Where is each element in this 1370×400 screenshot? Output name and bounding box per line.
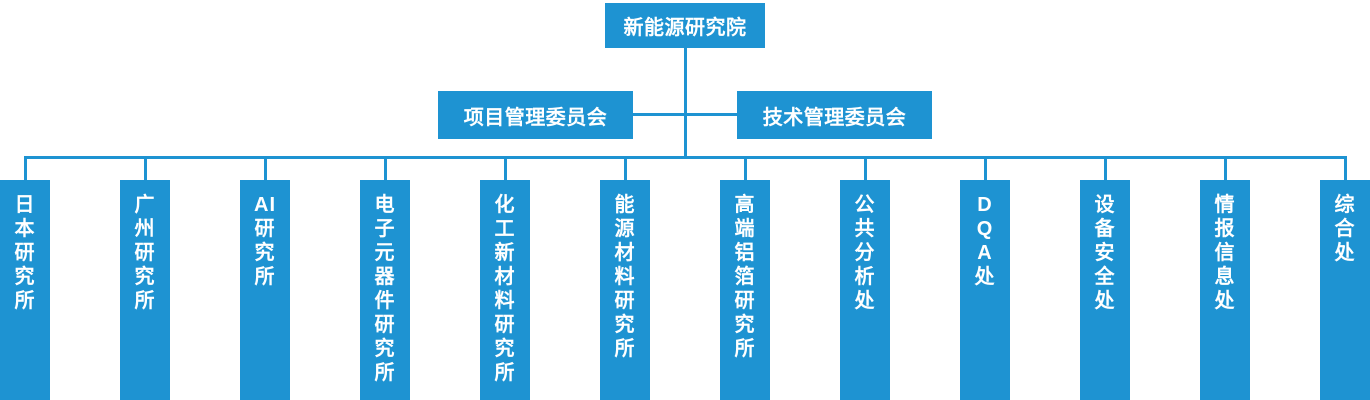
connector-stub: [984, 156, 987, 182]
root-node-label: 新能源研究院: [623, 17, 747, 39]
connector-stub: [264, 156, 267, 182]
unit-node-guangzhou-institute: 广 州 研 究 所: [120, 180, 170, 400]
connector-stub: [1104, 156, 1107, 182]
connector-stub: [624, 156, 627, 182]
connector-bus-horizontal: [24, 156, 1347, 159]
connector-stub: [1224, 156, 1227, 182]
unit-node-equipment-safety-dept: 设 备 安 全 处: [1080, 180, 1130, 400]
unit-node-intelligence-info-dept: 情 报 信 息 处: [1200, 180, 1250, 400]
unit-node-japan-institute: 日 本 研 究 所: [0, 180, 50, 400]
committee-node-label: 项目管理委员会: [463, 106, 608, 129]
unit-node-energy-materials-institute: 能 源 材 料 研 究 所: [600, 180, 650, 400]
unit-node-ai-institute: AI 研 究 所: [240, 180, 290, 400]
unit-node-general-affairs-dept: 综 合 处: [1320, 180, 1370, 400]
connector-stub: [1344, 156, 1347, 182]
unit-node-chemical-new-materials-institute: 化 工 新 材 料 研 究 所: [480, 180, 530, 400]
committee-node-technology-management: 技术管理委员会: [737, 91, 932, 139]
root-node: 新能源研究院: [605, 3, 765, 48]
committee-node-label: 技术管理委员会: [762, 106, 907, 129]
connector-stub: [504, 156, 507, 182]
committee-node-project-management: 项目管理委员会: [438, 91, 633, 139]
connector-stub: [744, 156, 747, 182]
connector-stub: [144, 156, 147, 182]
connector-stub: [384, 156, 387, 182]
connector-stub: [864, 156, 867, 182]
connector-root-vertical: [684, 48, 687, 158]
connector-committees-horizontal: [633, 113, 737, 116]
connector-stub: [24, 156, 27, 182]
unit-node-aluminum-foil-institute: 高 端 铝 箔 研 究 所: [720, 180, 770, 400]
unit-node-public-analysis-dept: 公 共 分 析 处: [840, 180, 890, 400]
unit-node-electronic-components-institute: 电 子 元 器 件 研 究 所: [360, 180, 410, 400]
unit-node-dqa-dept: D Q A 处: [960, 180, 1010, 400]
